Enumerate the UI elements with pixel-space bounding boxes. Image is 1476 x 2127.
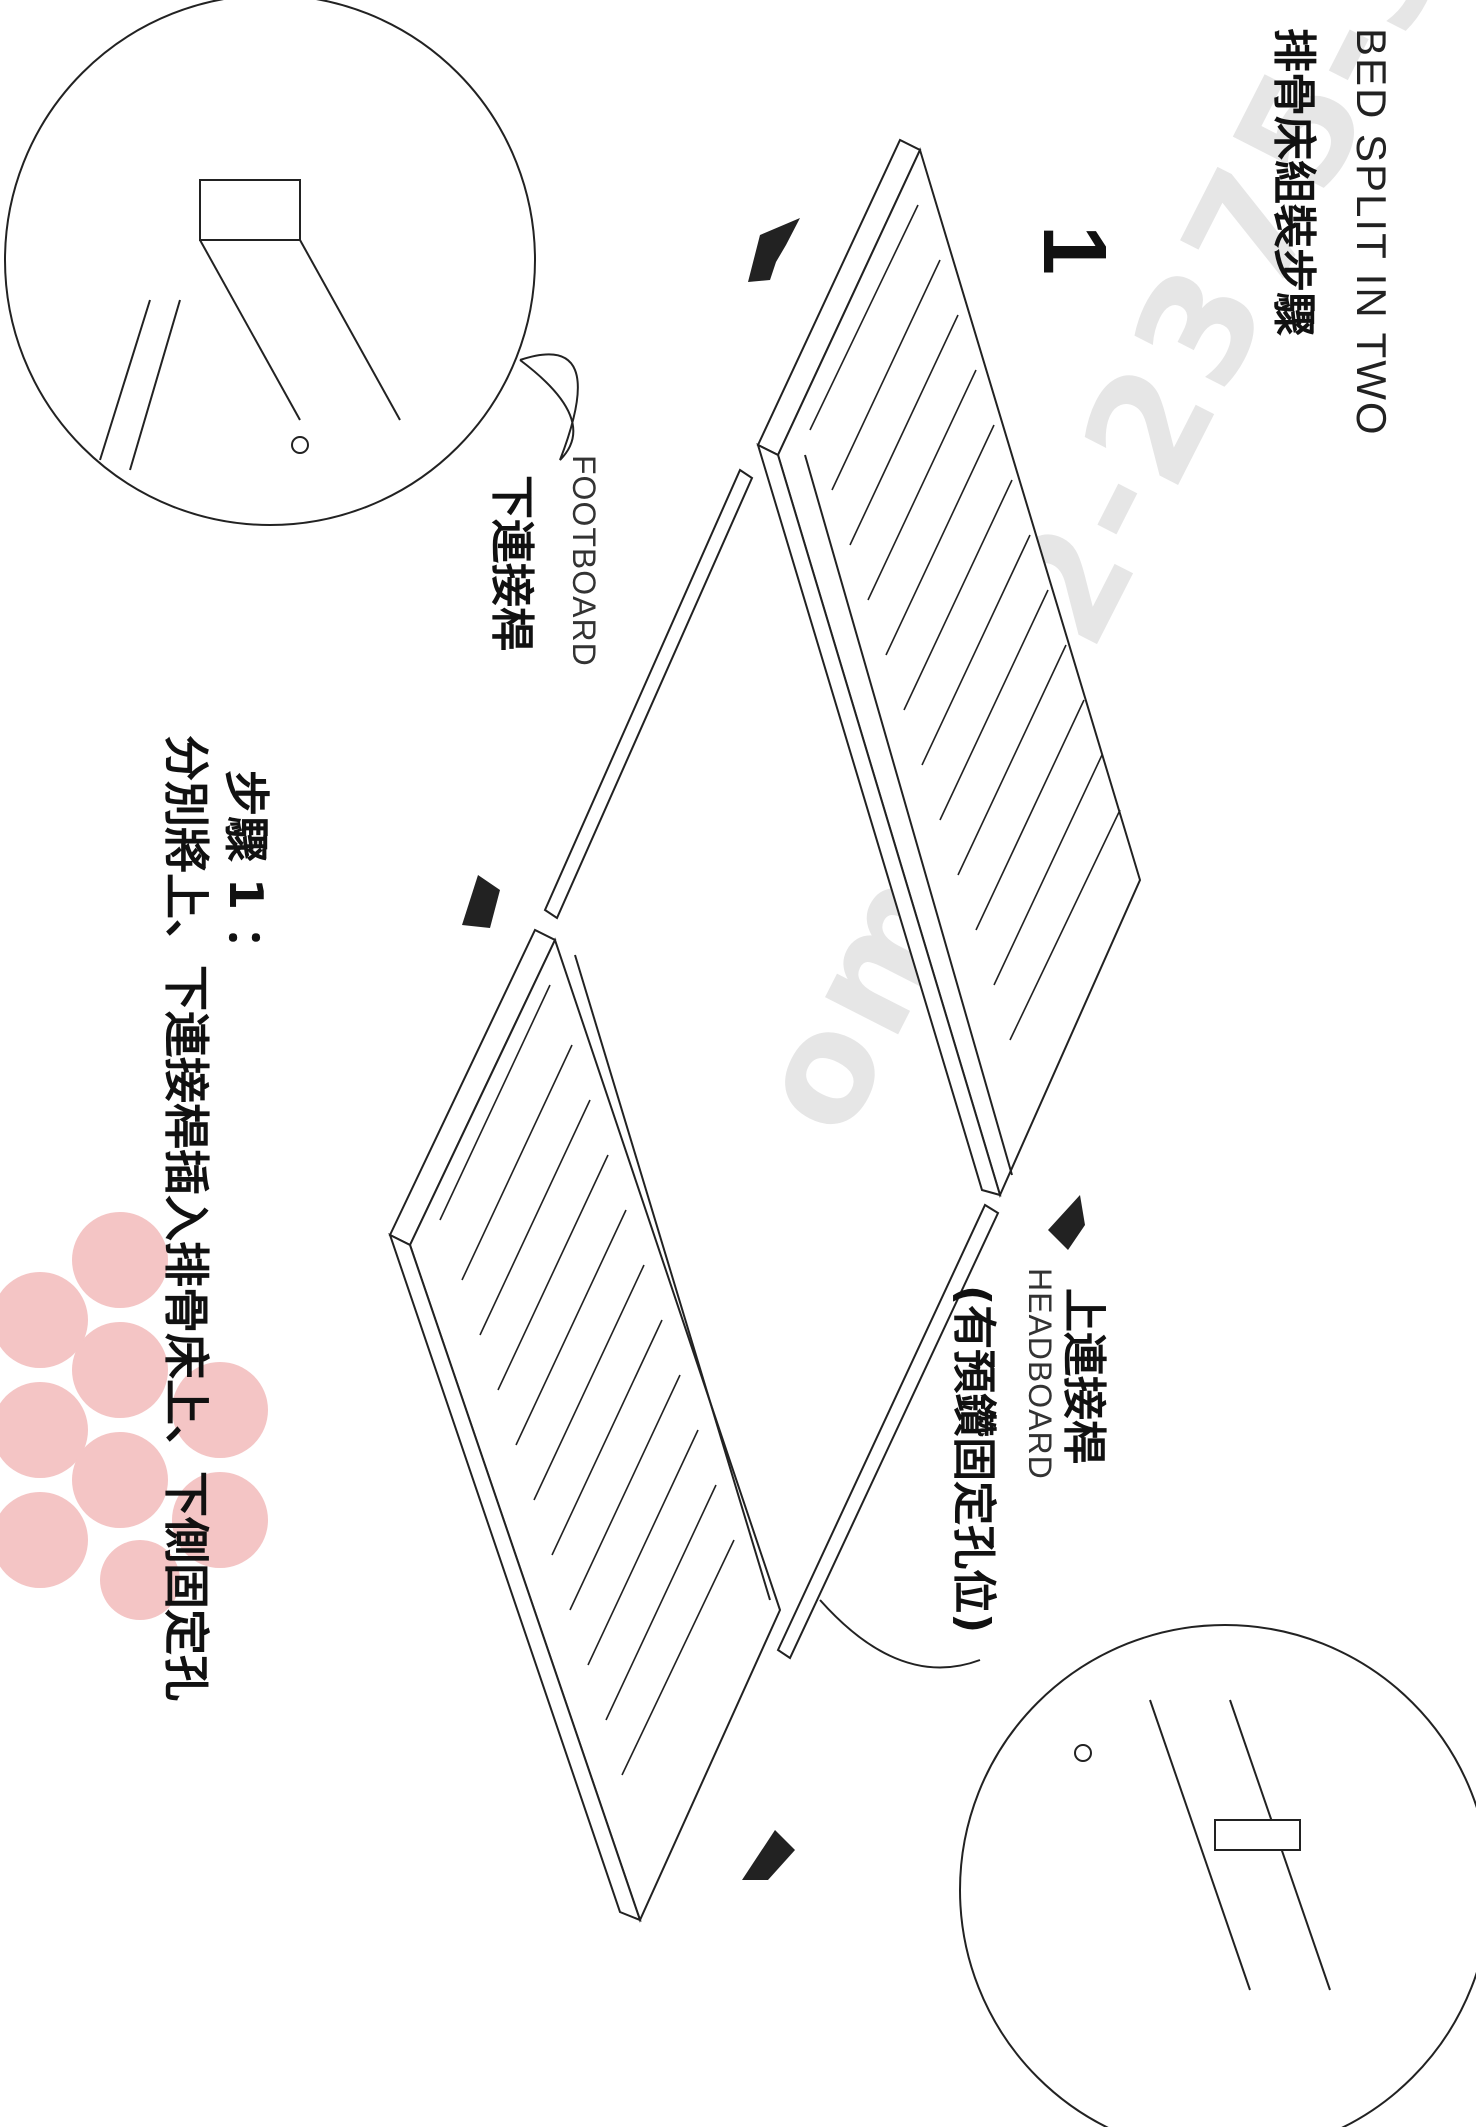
bed-half-lower xyxy=(388,928,782,1923)
headboard-label-zh: 上連接桿 xyxy=(1058,1288,1109,1464)
step-label: 步驟 1 ： xyxy=(219,770,273,973)
headboard-note: (有預鑽固定孔位) xyxy=(948,1285,999,1634)
step-number: 1 xyxy=(1024,225,1124,276)
detail-circle-top xyxy=(4,0,579,526)
detail-circle-bottom xyxy=(819,1599,1476,2127)
arrows xyxy=(462,218,1085,1880)
step-description: 分別將上、下連接桿插入排骨床上、下側固定孔 xyxy=(159,735,213,1701)
title-chinese: 排骨床組裝步驟 xyxy=(1268,28,1319,336)
footboard-label-zh: 下連接桿 xyxy=(486,475,537,651)
footboard-rail xyxy=(543,468,754,920)
headboard-label-en: HEADBOARD xyxy=(1022,1268,1058,1480)
headboard-rail xyxy=(776,1203,1000,1660)
footboard-label-en: FOOTBOARD xyxy=(566,455,602,667)
title-english: BED SPLIT IN TWO xyxy=(1348,28,1395,437)
bed-half-upper xyxy=(756,138,1142,1198)
